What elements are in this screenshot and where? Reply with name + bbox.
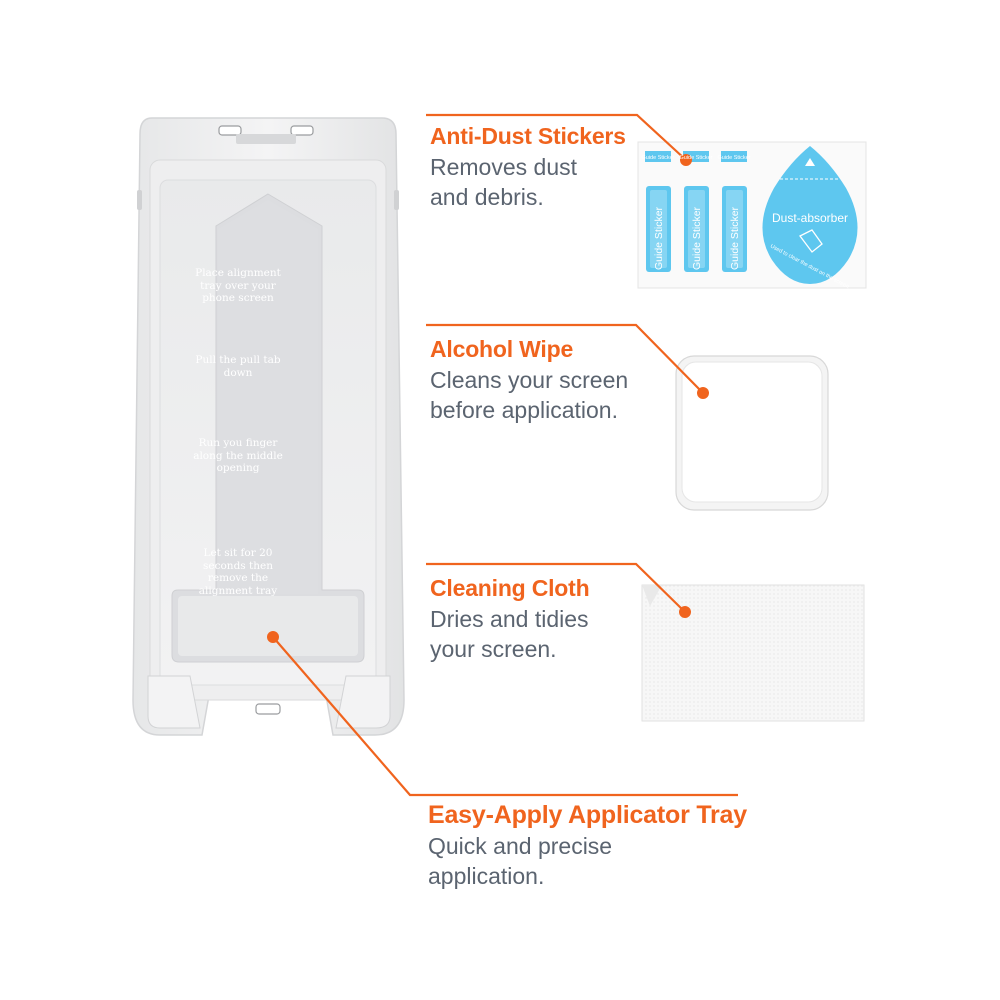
tray-step-3: Run you finger along the middle opening: [193, 437, 283, 474]
guide-tag-2: Guide Sticker: [679, 155, 712, 161]
callout-title: Easy-Apply Applicator Tray: [428, 801, 747, 829]
callout-alcohol-wipe: Alcohol Wipe Cleans your screen before a…: [430, 335, 670, 425]
dust-absorber-sticker: [762, 146, 858, 284]
dust-absorber-label: Dust-absorber: [772, 211, 848, 225]
callout-title: Alcohol Wipe: [430, 336, 574, 362]
leader-dots: [267, 154, 709, 643]
guide-sticker-1: [645, 151, 671, 272]
leader-cloth: [426, 562, 686, 613]
callout-description: Removes dust and debris.: [430, 152, 650, 212]
callout-desc-line: your screen.: [430, 636, 557, 662]
leader-dust: [426, 113, 687, 161]
guide-sticker-2: [683, 151, 709, 272]
callout-title: Anti-Dust Stickers: [430, 123, 626, 149]
callout-desc-line: Dries and tidies: [430, 606, 589, 632]
guide-tag-3: Guide Sticker: [717, 155, 750, 161]
guide-sticker-3-label: Guide Sticker: [729, 206, 741, 270]
callout-desc-line: application.: [428, 863, 545, 889]
callout-desc-line: and debris.: [430, 184, 544, 210]
callout-description: Cleans your screen before application.: [430, 365, 670, 425]
guide-sticker-1-label: Guide Sticker: [653, 206, 665, 270]
guide-sticker-3: [721, 151, 747, 272]
callout-desc-line: Cleans your screen: [430, 367, 629, 393]
guide-tag-1: Guide Sticker: [641, 155, 674, 161]
dot-dust: [680, 154, 692, 166]
tray-step-2: Pull the pull tab down: [195, 354, 281, 379]
alcohol-wipe-pad: [675, 355, 829, 511]
leader-wipe: [426, 323, 704, 394]
callout-description: Quick and precise application.: [428, 831, 748, 891]
guide-sticker-2-label: Guide Sticker: [691, 206, 703, 270]
applicator-tray: [132, 117, 405, 736]
callout-desc-line: Removes dust: [430, 154, 578, 180]
callout-applicator-tray: Easy-Apply Applicator Tray Quick and pre…: [428, 801, 748, 891]
anti-dust-sticker-sheet: [637, 141, 867, 289]
callout-description: Dries and tidies your screen.: [430, 604, 670, 664]
callout-anti-dust-stickers: Anti-Dust Stickers Removes dust and debr…: [430, 122, 650, 212]
leader-lines: [272, 113, 738, 797]
cleaning-cloth: [641, 584, 865, 722]
dot-cloth: [679, 606, 691, 618]
tray-step-4: Let sit for 20 seconds then remove the a…: [198, 547, 278, 597]
callout-cleaning-cloth: Cleaning Cloth Dries and tidies your scr…: [430, 574, 670, 664]
callout-title: Cleaning Cloth: [430, 575, 590, 601]
callout-desc-line: Quick and precise: [428, 833, 613, 859]
dot-wipe: [697, 387, 709, 399]
tray-step-1: Place alignment tray over your phone scr…: [195, 267, 281, 304]
leader-tray: [272, 636, 738, 797]
callout-desc-line: before application.: [430, 397, 618, 423]
dot-tray: [267, 631, 279, 643]
